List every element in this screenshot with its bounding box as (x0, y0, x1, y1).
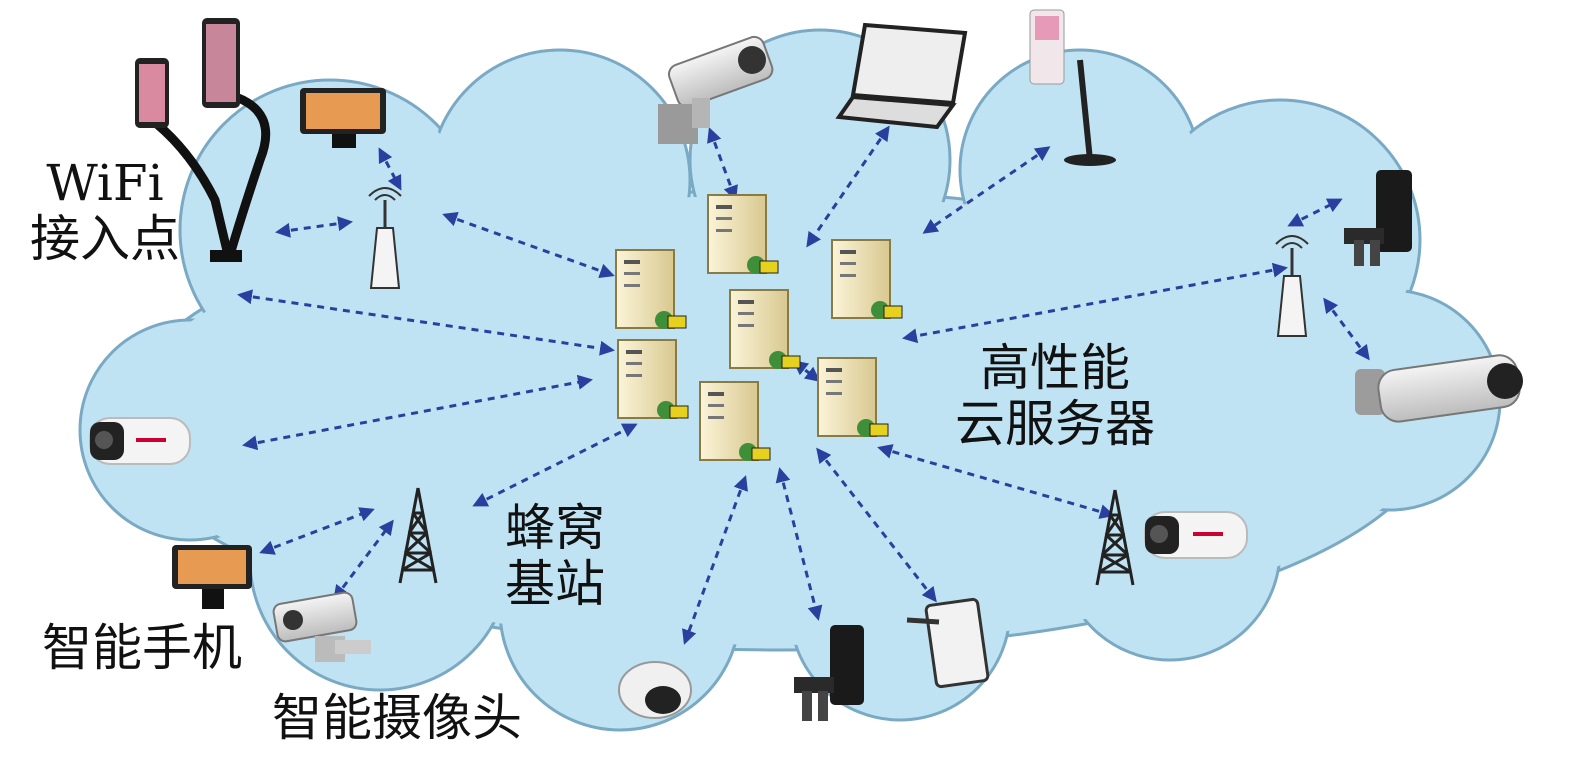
smartphone-icon (202, 18, 240, 108)
server-icon (817, 357, 889, 437)
connection-arrows (237, 125, 1370, 645)
wifi-label-line2: 接入点 (30, 210, 180, 268)
wifi-access-point-label: WiFi 接入点 (20, 155, 190, 267)
server-icon (729, 289, 801, 369)
cellular-label-line1: 蜂窝 (505, 499, 605, 557)
arrow (682, 475, 748, 645)
server-icon (707, 194, 779, 274)
cloud-server-label-line1: 高性能 (980, 339, 1130, 397)
smartphone-holder-icon (135, 18, 271, 262)
arrow (1287, 198, 1343, 227)
smartphone-icon (135, 58, 169, 128)
smartphone-icon (794, 625, 864, 721)
arrow (472, 423, 638, 507)
cloud-servers (615, 194, 903, 461)
smartphone-label: 智能手机 (42, 619, 242, 677)
arrow (259, 507, 375, 555)
cloud-server-label: 高性能 云服务器 (950, 340, 1160, 452)
wifi-access-point-icon (1275, 235, 1309, 337)
smartphone-icon (172, 545, 252, 609)
cell-tower-icon (398, 487, 438, 584)
arrow (442, 211, 615, 279)
server-icon (831, 239, 903, 319)
camera-icon (1144, 511, 1248, 559)
smart-camera-label: 智能摄像头 (272, 689, 522, 747)
arrow (242, 374, 593, 451)
smartphone-icon (1344, 170, 1412, 266)
camera-icon (1355, 354, 1523, 423)
cell-tower-icon (1095, 489, 1135, 586)
cellular-label-line2: 基站 (505, 555, 605, 613)
server-icon (617, 339, 689, 419)
arrow (806, 125, 890, 248)
server-icon (615, 249, 687, 329)
camera-icon (618, 661, 692, 719)
arrow (816, 447, 937, 603)
wifi-access-point-icon (368, 187, 402, 289)
camera-icon (89, 417, 191, 465)
tablet-icon (906, 597, 990, 689)
camera-icon (658, 35, 774, 144)
arrow (333, 519, 394, 601)
arrow (237, 289, 615, 356)
cloud-server-label-line2: 云服务器 (955, 395, 1155, 453)
smartphone-icon (1029, 9, 1116, 166)
wifi-label-line1: WiFi (46, 154, 164, 212)
server-icon (699, 381, 771, 461)
camera-icon (272, 591, 371, 662)
smartphone-icon (300, 88, 386, 148)
laptop-icon (835, 22, 968, 130)
cellular-base-station-label: 蜂窝 基站 (500, 500, 610, 612)
